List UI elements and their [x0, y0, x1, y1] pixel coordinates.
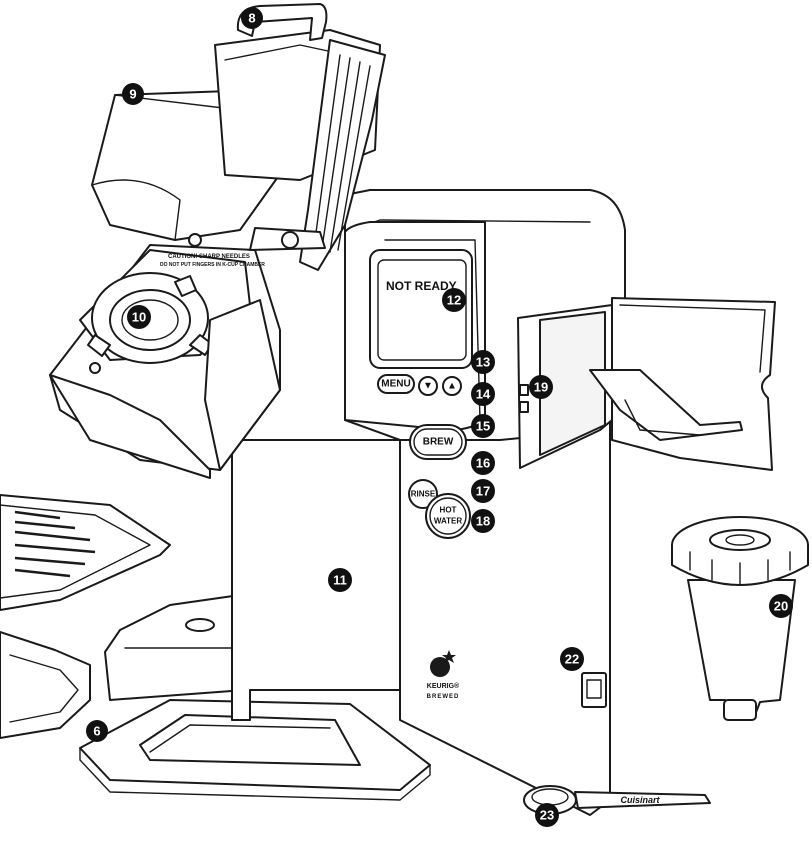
- svg-text:11: 11: [333, 573, 347, 588]
- brewer-handle: [188, 3, 386, 271]
- svg-text:18: 18: [476, 514, 490, 529]
- k-cup-holder: CAUTION! SHARP NEEDLES DO NOT PUT FINGER…: [49, 244, 281, 479]
- svg-text:10: 10: [132, 310, 146, 325]
- svg-text:22: 22: [565, 652, 579, 667]
- keurig-logo: KEURIG® BREWED: [427, 650, 460, 700]
- svg-text:20: 20: [774, 599, 788, 614]
- svg-text:CAUTION! SHARP NEEDLES: CAUTION! SHARP NEEDLES: [168, 254, 250, 260]
- svg-text:19: 19: [534, 380, 548, 395]
- callout-16: 16: [471, 451, 495, 475]
- callout-18: 18: [471, 509, 495, 533]
- svg-text:BREWED: BREWED: [427, 694, 460, 700]
- svg-text:RINSE: RINSE: [411, 490, 436, 499]
- side-compartment: [517, 304, 613, 469]
- measuring-scoop: Cuisinart: [523, 785, 711, 815]
- svg-text:▼: ▼: [423, 381, 433, 392]
- menu-button: MENU: [377, 374, 415, 394]
- svg-text:23: 23: [540, 808, 554, 823]
- callout-6: 6: [86, 720, 108, 742]
- callout-13: 13: [471, 350, 495, 374]
- reservoir-base: [0, 594, 246, 739]
- rinse-button: RINSE: [408, 479, 438, 509]
- callout-9: 9: [122, 83, 144, 105]
- up-button: ▲: [442, 376, 462, 396]
- down-button: ▼: [418, 376, 438, 396]
- svg-text:12: 12: [447, 293, 461, 308]
- callout-10: 10: [127, 305, 151, 329]
- callout-22: 22: [560, 647, 584, 671]
- svg-text:WATER: WATER: [434, 517, 463, 526]
- svg-text:KEURIG®: KEURIG®: [427, 682, 460, 690]
- svg-text:16: 16: [476, 456, 490, 471]
- svg-text:BREW: BREW: [423, 437, 454, 448]
- svg-text:DO NOT PUT FINGERS IN K-CUP CH: DO NOT PUT FINGERS IN K-CUP CHAMBER: [160, 262, 265, 268]
- svg-text:Cuisinart: Cuisinart: [620, 795, 660, 805]
- svg-text:▲: ▲: [447, 381, 457, 392]
- svg-text:MENU: MENU: [381, 379, 410, 390]
- callout-15: 15: [471, 414, 495, 438]
- screen-text: NOT READY: [386, 279, 457, 293]
- svg-text:15: 15: [476, 419, 490, 434]
- svg-text:17: 17: [476, 484, 490, 499]
- callout-11: 11: [328, 568, 352, 592]
- callout-17: 17: [471, 479, 495, 503]
- callout-8: 8: [241, 7, 263, 29]
- svg-text:HOT: HOT: [440, 506, 457, 515]
- svg-text:14: 14: [476, 387, 491, 402]
- reusable-filter: [671, 516, 809, 721]
- side-door: [589, 297, 776, 471]
- hot-water-button: HOT WATER: [425, 493, 471, 539]
- svg-text:13: 13: [476, 355, 490, 370]
- callout-12: 12: [442, 288, 466, 312]
- drip-tray-grate: [0, 494, 171, 611]
- svg-text:8: 8: [248, 11, 255, 26]
- callout-14: 14: [471, 382, 495, 406]
- display-screen: NOT READY: [369, 249, 473, 369]
- power-switch: [581, 672, 607, 708]
- callout-20: 20: [769, 594, 793, 618]
- callout-23: 23: [535, 803, 559, 827]
- brew-button: BREW: [409, 424, 467, 460]
- svg-text:9: 9: [129, 87, 136, 102]
- svg-text:6: 6: [93, 724, 100, 739]
- callout-19: 19: [529, 375, 553, 399]
- drip-tray: [79, 699, 431, 801]
